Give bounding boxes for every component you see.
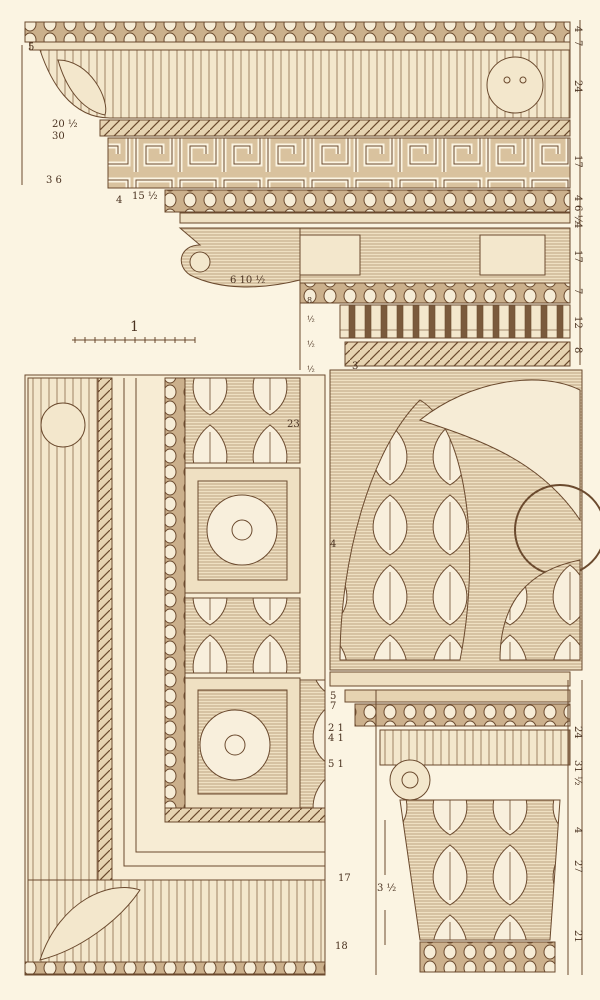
dimension-label: 8 (572, 347, 583, 354)
dimension-label: 5 (330, 691, 337, 702)
dimension-label: 15 ½ (132, 191, 158, 202)
dimension-label: 20 ½ (52, 119, 78, 130)
dimension-label: 4 (330, 539, 337, 550)
dimension-label: 17 (572, 155, 583, 168)
dimension-label: 21 (572, 930, 583, 943)
dimension-label: ½ (307, 365, 315, 374)
dimension-label: 7 (572, 288, 583, 295)
dimension-label: 24 (572, 80, 583, 93)
dimension-label: 31 ½ (572, 760, 583, 786)
dimension-label: 30 (52, 131, 65, 142)
dimension-label: 4 (116, 195, 123, 206)
dimension-label: 3 (352, 361, 359, 372)
dimension-label: 2 1 (328, 723, 344, 734)
dimension-label: 17 (338, 873, 351, 884)
scale-label: 1 (130, 319, 139, 335)
dimension-label: 4 (572, 195, 583, 202)
dimension-label: 3 6 (46, 175, 62, 186)
dimension-label: 4 (572, 222, 583, 229)
dimension-label: 8 (307, 296, 313, 305)
dimension-label: 3 ½ (377, 883, 397, 894)
dimension-label: 4 (572, 827, 583, 834)
dimension-label: 4 (572, 26, 583, 33)
dimension-label: ½ (307, 340, 315, 349)
dimension-label: 5 (28, 42, 35, 53)
dimension-label: 24 (572, 726, 583, 739)
dimension-label: 18 (335, 941, 348, 952)
dimension-label: 7 (572, 40, 583, 47)
dimension-label: 27 (572, 860, 583, 873)
dimension-label: 17 (572, 250, 583, 263)
dimension-label: 6 10 ½ (230, 275, 266, 286)
dimension-label: ½ (307, 315, 315, 324)
dimension-label: 5 1 (328, 759, 344, 770)
dimension-label: 12 (572, 316, 583, 329)
dimension-label: 7 (330, 701, 337, 712)
dimension-label: 23 (287, 419, 300, 430)
dimension-label: 4 1 (328, 733, 344, 744)
